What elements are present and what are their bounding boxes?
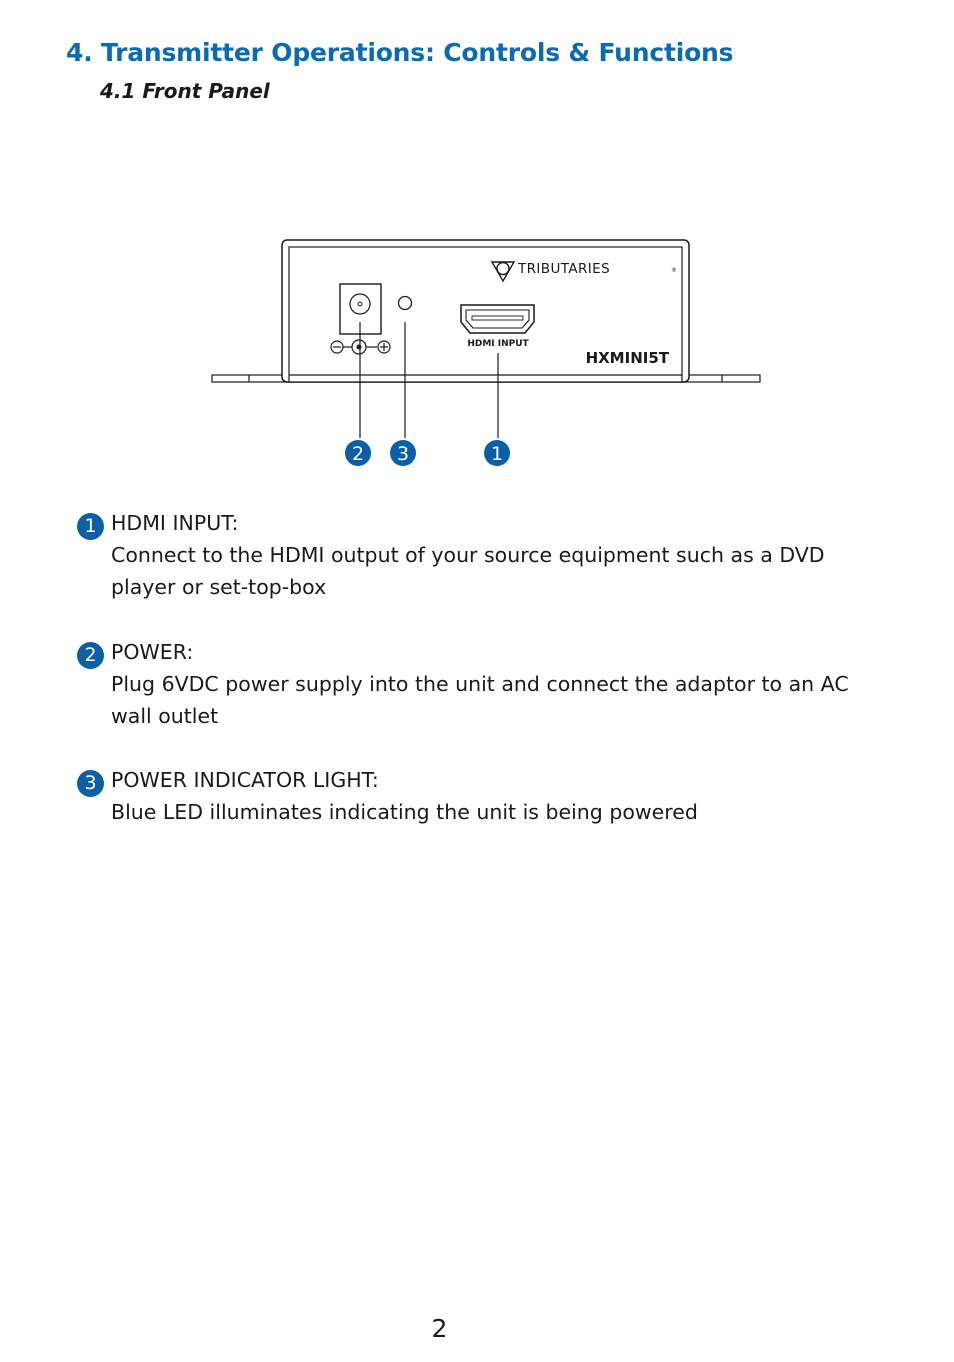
power-led-icon [397,295,413,311]
hdmi-port-icon [460,304,535,334]
front-panel-diagram: TRIBUTARIES ® HDMI INPUT HXMINI5T 2 [211,239,761,466]
page-number: 2 [431,1314,448,1343]
item-hdmi-input: 1 HDMI INPUT: Connect to the HDMI output… [77,507,877,603]
item-title: POWER INDICATOR LIGHT: [111,768,379,792]
item-description: Blue LED illuminates indicating the unit… [111,800,698,824]
item-title: POWER: [111,640,194,664]
registered-mark: ® [671,267,677,274]
tributaries-logo-icon [490,261,516,283]
item-number-badge: 2 [77,642,104,669]
callout-1: 1 [484,440,510,466]
subsection-heading: 4.1 Front Panel [100,79,270,103]
svg-text:3: 3 [397,443,409,465]
svg-text:1: 1 [491,443,503,465]
item-power: 2 POWER: Plug 6VDC power supply into the… [77,636,877,732]
item-number-badge: 1 [77,513,104,540]
hdmi-port-label: HDMI INPUT [467,339,529,349]
item-description: Connect to the HDMI output of your sourc… [111,543,825,599]
item-power-indicator: 3 POWER INDICATOR LIGHT: Blue LED illumi… [77,764,877,828]
svg-text:2: 2 [352,443,364,465]
model-name: HXMINI5T [586,349,670,367]
callout-3: 3 [390,440,416,466]
section-heading: 4. Transmitter Operations: Controls & Fu… [66,38,734,67]
brand-name: TRIBUTARIES [517,261,610,277]
item-number-badge: 3 [77,770,104,797]
item-title: HDMI INPUT: [111,511,239,535]
item-description: Plug 6VDC power supply into the unit and… [111,672,849,728]
callout-2: 2 [345,440,371,466]
